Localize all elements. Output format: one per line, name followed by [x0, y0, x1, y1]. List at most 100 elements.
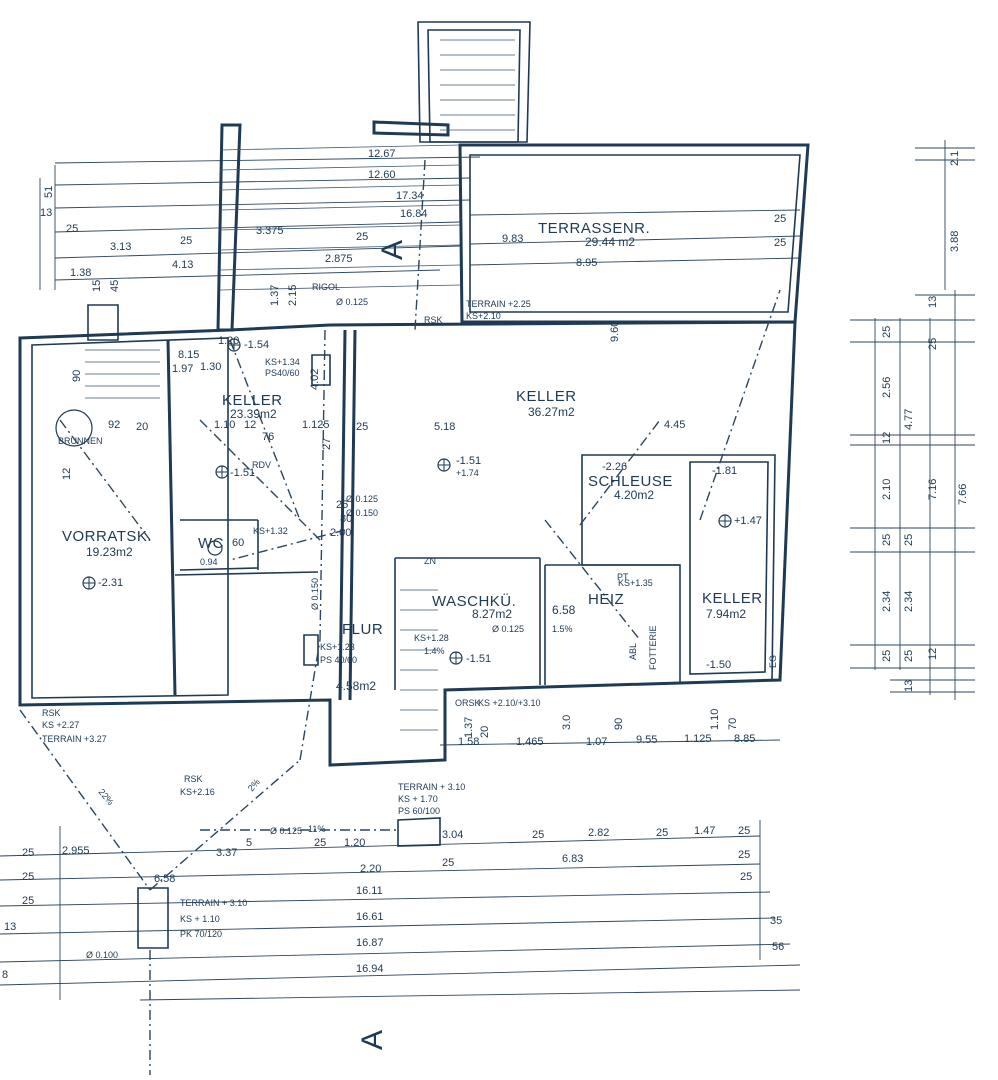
- dimension: 2.875: [325, 253, 353, 265]
- level-marker: [437, 458, 451, 472]
- dimension: 25: [336, 499, 348, 511]
- dimension: 16.94: [356, 963, 384, 975]
- dimension: 25: [774, 237, 786, 249]
- dimension: 7.16: [927, 479, 939, 500]
- dimension: 56: [772, 941, 784, 953]
- dimension: 8.95: [576, 257, 597, 269]
- annotation: TERRAIN + 3.10: [398, 782, 465, 792]
- annotation: Ø 0.125: [270, 826, 302, 836]
- dimension: 6.83: [562, 853, 583, 865]
- level-marker: [215, 465, 229, 479]
- dimension: 12: [927, 648, 939, 660]
- dimensions-top-left: 25 3.13 25 4.13 1.38 3.375 25 2.875 15 4…: [40, 148, 428, 292]
- stair-hatching: [85, 39, 515, 731]
- room-area-vorratsk: 19.23m2: [86, 545, 133, 559]
- dimension: 1.125: [302, 419, 330, 431]
- room-name-waschkue: WASCHKÜ.: [432, 592, 516, 610]
- dimension: 45: [109, 280, 121, 292]
- dimension: 25: [903, 534, 915, 546]
- room-area-schleuse: 4.20m2: [614, 488, 654, 502]
- dimension: 1.37: [463, 717, 475, 738]
- dimension: 13: [40, 207, 52, 219]
- dimension: 3.37: [216, 847, 237, 859]
- dimension: 25: [656, 827, 668, 839]
- dimension: 9.55: [636, 734, 657, 746]
- dimension: 25: [738, 849, 750, 861]
- dimension: 2.20: [360, 863, 381, 875]
- dimension: 2.34: [903, 591, 915, 612]
- dimension: 4.13: [172, 259, 193, 271]
- dimension: 5.18: [434, 421, 455, 433]
- dimension: 16.87: [356, 937, 384, 949]
- dimension: 4.45: [664, 419, 685, 431]
- dimension: 25: [532, 829, 544, 841]
- room-name-keller-left: KELLER: [222, 392, 283, 409]
- dimension: 4.77: [903, 409, 915, 430]
- room-name-keller-right: KELLER: [702, 590, 763, 607]
- dimension: 80: [340, 513, 352, 525]
- label-abl: ABL: [628, 643, 638, 660]
- room-name-heiz: HEIZ: [588, 591, 624, 608]
- label-orsk: ORSK: [455, 698, 481, 708]
- dimension: 2.56: [881, 377, 893, 398]
- label-zn: ZN: [424, 556, 436, 566]
- label-rsk: RSK: [424, 315, 443, 325]
- level-label: -1.51: [466, 653, 491, 665]
- dimension: 15: [91, 280, 103, 292]
- top-dimension-lines: [39, 156, 801, 290]
- annotation: KS+1.34: [265, 357, 300, 367]
- dimension: 8: [2, 969, 8, 981]
- dimension: 1.07: [586, 736, 607, 748]
- annotation: KS+2.16: [180, 787, 215, 797]
- dimension: 8.85: [734, 733, 755, 745]
- dimension: 1.10: [214, 419, 235, 431]
- dimension: 1.20: [344, 837, 365, 849]
- wc-circle: [207, 540, 223, 556]
- dimensions-right: 2.1 3.88 13 25 2.56 4.77 12 2.10 7.16 7.…: [881, 151, 969, 692]
- label-fotterie: FOTTERIE: [648, 626, 658, 671]
- dimension: 2.15: [287, 285, 299, 306]
- level-label: +1.47: [734, 515, 762, 527]
- annotation: KS + 1.70: [398, 794, 438, 804]
- level-marker: [449, 651, 463, 665]
- dimension: 25: [927, 338, 939, 350]
- dimension: 20: [479, 726, 491, 738]
- dimension: 1.58: [458, 736, 479, 748]
- dimension: 12: [244, 419, 256, 431]
- room-name-schleuse: SCHLEUSE: [588, 473, 673, 490]
- dimensions-interior: 5.18 25 4.45 1.125 1.10 12 76 25 2.00 80…: [61, 285, 685, 549]
- dimension: 1.465: [516, 736, 544, 748]
- dimension: 25: [356, 421, 368, 433]
- annotation: Ø 0.125: [346, 494, 378, 504]
- dimension: 13: [927, 296, 939, 308]
- dimension: 20: [136, 421, 148, 433]
- room-name-wc: WC: [198, 535, 224, 552]
- dimension: 3.88: [949, 231, 961, 252]
- dimension: 9.60: [609, 321, 621, 342]
- room-area-keller-right: 7.94m2: [706, 607, 746, 621]
- annotation: Ø 0.125: [492, 624, 524, 634]
- dimension: 25: [180, 235, 192, 247]
- dimension: 1.10: [709, 709, 721, 730]
- dimension: 3.375: [256, 225, 284, 237]
- building-walls: [18, 21, 810, 949]
- dimension: 92: [108, 419, 120, 431]
- dimension: 2.34: [881, 591, 893, 612]
- level-label: -1.54: [244, 339, 269, 351]
- general-labels: BRUNNEN RIGOL RSK ORSK ZN RDV PT EG ABL …: [58, 240, 778, 1050]
- dimension: 8.15: [178, 349, 199, 361]
- dimension: 12.67: [368, 148, 396, 160]
- annotation: Ø 0.150: [310, 578, 320, 610]
- dimension: 9.83: [502, 233, 523, 245]
- dimension: 60: [232, 537, 244, 549]
- dimension: 13: [4, 921, 16, 933]
- annotation: TERRAIN + 3.10: [180, 898, 247, 908]
- level-label: -1.51: [456, 455, 481, 467]
- room-name-flur: FLUR: [342, 621, 383, 638]
- annotation: RSK: [42, 708, 61, 718]
- dimension: 25: [774, 213, 786, 225]
- dimension: 3.04: [442, 829, 463, 841]
- room-area-waschkue: 8.27m2: [472, 607, 512, 621]
- label-eg: EG: [768, 655, 778, 668]
- dimension: 2.82: [588, 827, 609, 839]
